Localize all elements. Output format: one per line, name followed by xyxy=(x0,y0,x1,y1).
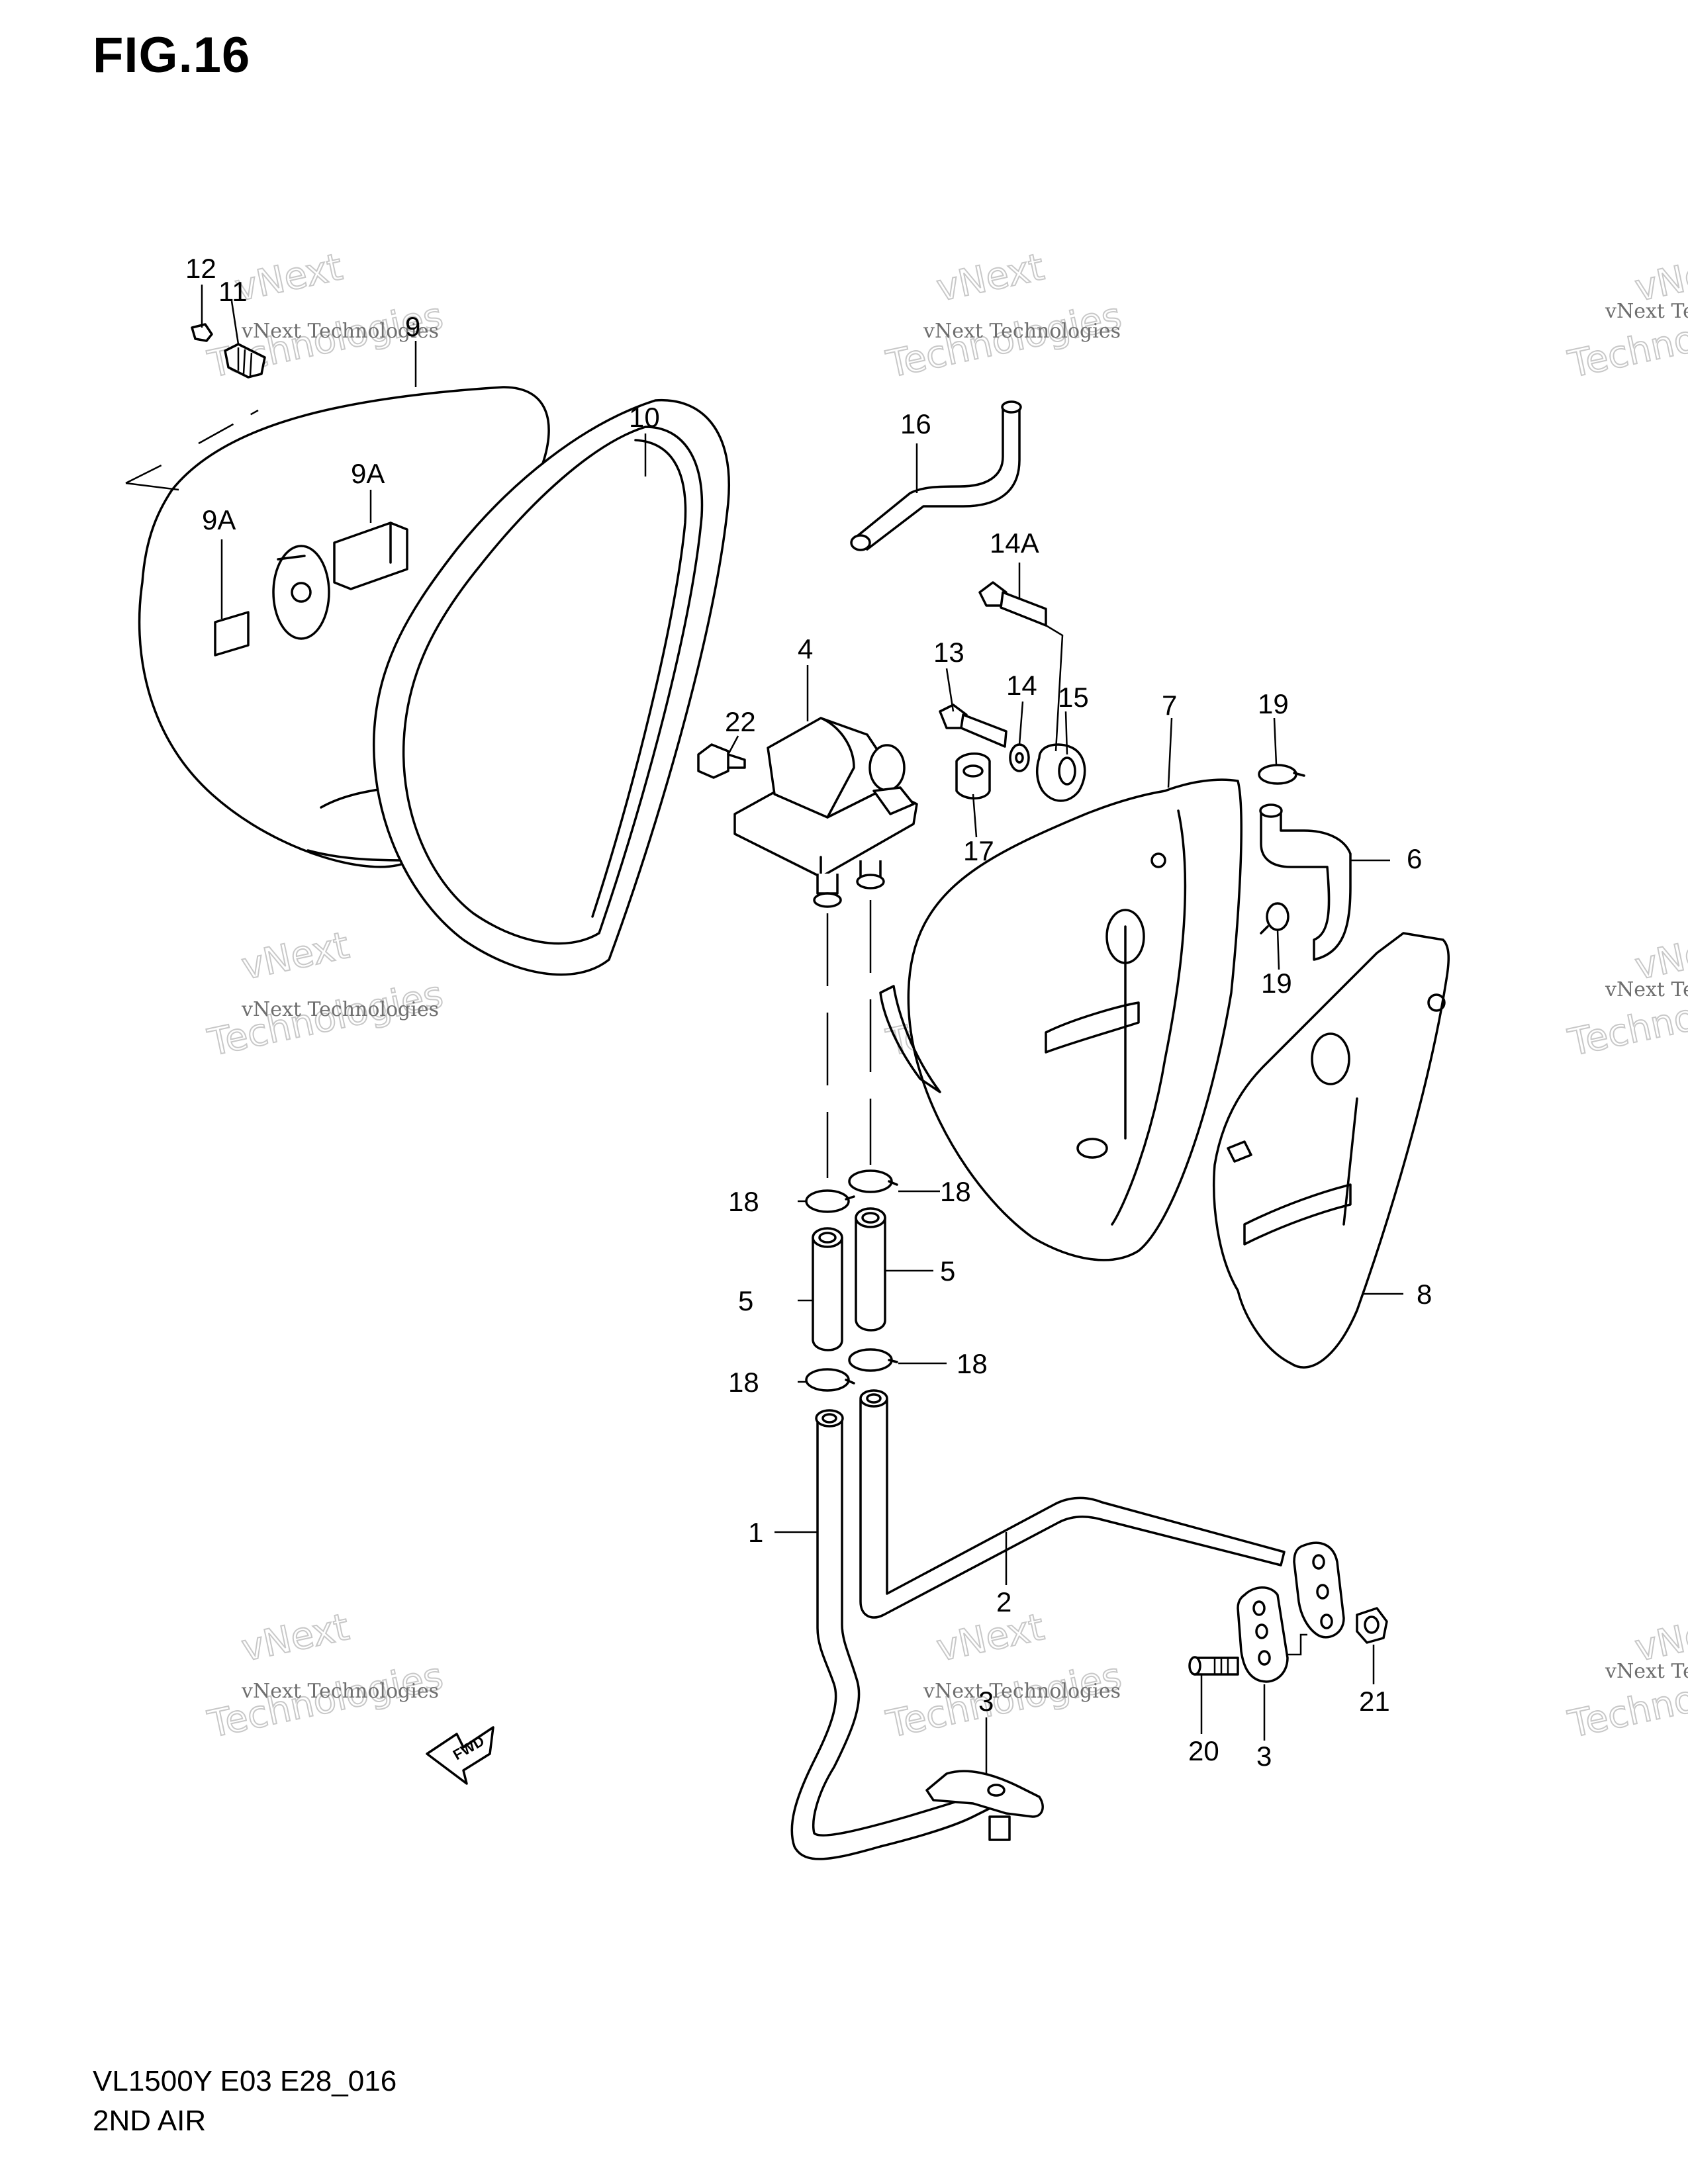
part-4-valve[interactable] xyxy=(733,717,918,908)
watermark-text: vNext xyxy=(238,924,353,989)
part-18-clip-3[interactable] xyxy=(805,1368,855,1392)
part-15-grommet[interactable] xyxy=(1035,743,1086,802)
part-5-hose-left[interactable] xyxy=(812,1227,843,1351)
model-code: VL1500Y E03 E28_016 xyxy=(93,2065,397,2097)
part-3-flange-right[interactable] xyxy=(1237,1586,1307,1683)
callout-3-right: 3 xyxy=(1256,1741,1272,1772)
callout-13: 13 xyxy=(933,637,964,668)
watermark-text: vNext xyxy=(933,1606,1048,1670)
part-20-stud[interactable] xyxy=(1188,1656,1239,1676)
part-1-pipe[interactable] xyxy=(790,1409,994,1860)
part-18-clip-2[interactable] xyxy=(848,1169,898,1193)
callout-11: 11 xyxy=(218,276,248,307)
fwd-arrow-icon: FWD xyxy=(426,1726,494,1785)
part-21-nut[interactable] xyxy=(1356,1607,1388,1644)
watermark-text: vNext Technologies xyxy=(923,320,1121,343)
part-19-clip-top[interactable] xyxy=(1258,764,1305,785)
callout-17: 17 xyxy=(963,835,994,866)
watermark-text: vNext Technologies xyxy=(241,998,439,1021)
part-16-hose[interactable] xyxy=(850,400,1022,551)
watermark-low-center: vNext Technologies vNext Technologies xyxy=(882,1605,1125,1747)
callout-5-right: 5 xyxy=(940,1255,955,1287)
callout-9a-left: 9A xyxy=(202,504,236,535)
watermark-top-right: vNext Technologies vNext Technologies xyxy=(1564,245,1688,387)
callout-10: 10 xyxy=(629,402,660,433)
callout-4: 4 xyxy=(798,633,813,664)
watermark-mid-right: vNext Technologies vNext Technologies xyxy=(1564,923,1688,1066)
part-10-gasket[interactable] xyxy=(372,398,730,976)
alignment-line-9-dash xyxy=(125,409,259,484)
watermark-text: vNext Technologies xyxy=(1605,300,1688,323)
alignment-line-9 xyxy=(125,482,179,491)
callout-2: 2 xyxy=(996,1586,1011,1617)
part-11-screw[interactable] xyxy=(224,343,266,379)
callout-7: 7 xyxy=(1162,690,1177,721)
part-6-hose[interactable] xyxy=(1259,803,1352,961)
callout-15: 15 xyxy=(1058,682,1089,713)
part-12-cap[interactable] xyxy=(191,323,213,342)
callout-18-lower-right: 18 xyxy=(957,1348,988,1379)
part-3-flange-bottom[interactable] xyxy=(925,1770,1044,1841)
callout-14: 14 xyxy=(1006,670,1037,701)
leader-lines xyxy=(201,285,1403,1774)
watermark-text: vNext Technologies xyxy=(1605,978,1688,1001)
watermark-text: vNext Technologies xyxy=(241,320,439,343)
callout-9a-right: 9A xyxy=(351,458,385,489)
watermark-text: vNext xyxy=(231,246,346,310)
part-22-bolt[interactable] xyxy=(697,743,746,779)
section-name: 2ND AIR xyxy=(93,2105,207,2137)
watermark-text: vNext Technologies xyxy=(923,1680,1121,1703)
part-5-hose-right[interactable] xyxy=(855,1207,886,1332)
part-17-grommet[interactable] xyxy=(955,752,991,799)
callout-22: 22 xyxy=(725,706,756,737)
callout-18-lower-left: 18 xyxy=(728,1367,759,1398)
callout-18-upper-right: 18 xyxy=(940,1176,971,1207)
callout-20: 20 xyxy=(1188,1735,1219,1766)
callout-16: 16 xyxy=(900,408,931,439)
part-8-bracket[interactable] xyxy=(1213,932,1450,1369)
part-13-bolt[interactable] xyxy=(939,704,1008,748)
watermark-text: vNext xyxy=(238,1606,353,1670)
callout-labels: 12 11 9 9A 9A 10 16 14A 4 22 13 14 15 17… xyxy=(185,253,1432,1772)
callout-6: 6 xyxy=(1407,843,1422,874)
watermark-text: vNext Technologies xyxy=(241,1680,439,1703)
watermark-low-right: vNext Technologies vNext Technologies xyxy=(1564,1605,1688,1747)
part-18-clip-4[interactable] xyxy=(848,1348,898,1372)
watermark-top-center: vNext Technologies vNext Technologies xyxy=(882,245,1125,387)
figure-title: FIG.16 xyxy=(93,27,251,83)
callout-9: 9 xyxy=(405,311,420,342)
callout-19-top: 19 xyxy=(1258,688,1289,719)
part-14-washer[interactable] xyxy=(1009,743,1030,772)
callout-21: 21 xyxy=(1359,1686,1390,1717)
callout-12: 12 xyxy=(185,253,216,284)
callout-8: 8 xyxy=(1417,1279,1432,1310)
part-18-clip-1[interactable] xyxy=(805,1189,855,1213)
part-19-clip-bottom[interactable] xyxy=(1260,902,1289,934)
part-2-pipe[interactable] xyxy=(859,1389,1345,1639)
watermark-text: vNext Technologies xyxy=(1605,1660,1688,1683)
callout-19-bottom: 19 xyxy=(1261,968,1292,999)
callout-1: 1 xyxy=(748,1517,763,1548)
part-7-cover[interactable] xyxy=(879,778,1243,1261)
watermark-text: vNext xyxy=(933,246,1048,310)
part-14a-bolt[interactable] xyxy=(978,581,1047,627)
watermark-low-left: vNext Technologies vNext Technologies xyxy=(203,1605,447,1747)
watermark-mid-left: vNext Technologies vNext Technologies xyxy=(203,923,447,1066)
callout-5-left: 5 xyxy=(738,1285,753,1316)
callout-18-upper-left: 18 xyxy=(728,1186,759,1217)
callout-3-bottom: 3 xyxy=(978,1686,994,1717)
callout-14a: 14A xyxy=(990,527,1039,559)
